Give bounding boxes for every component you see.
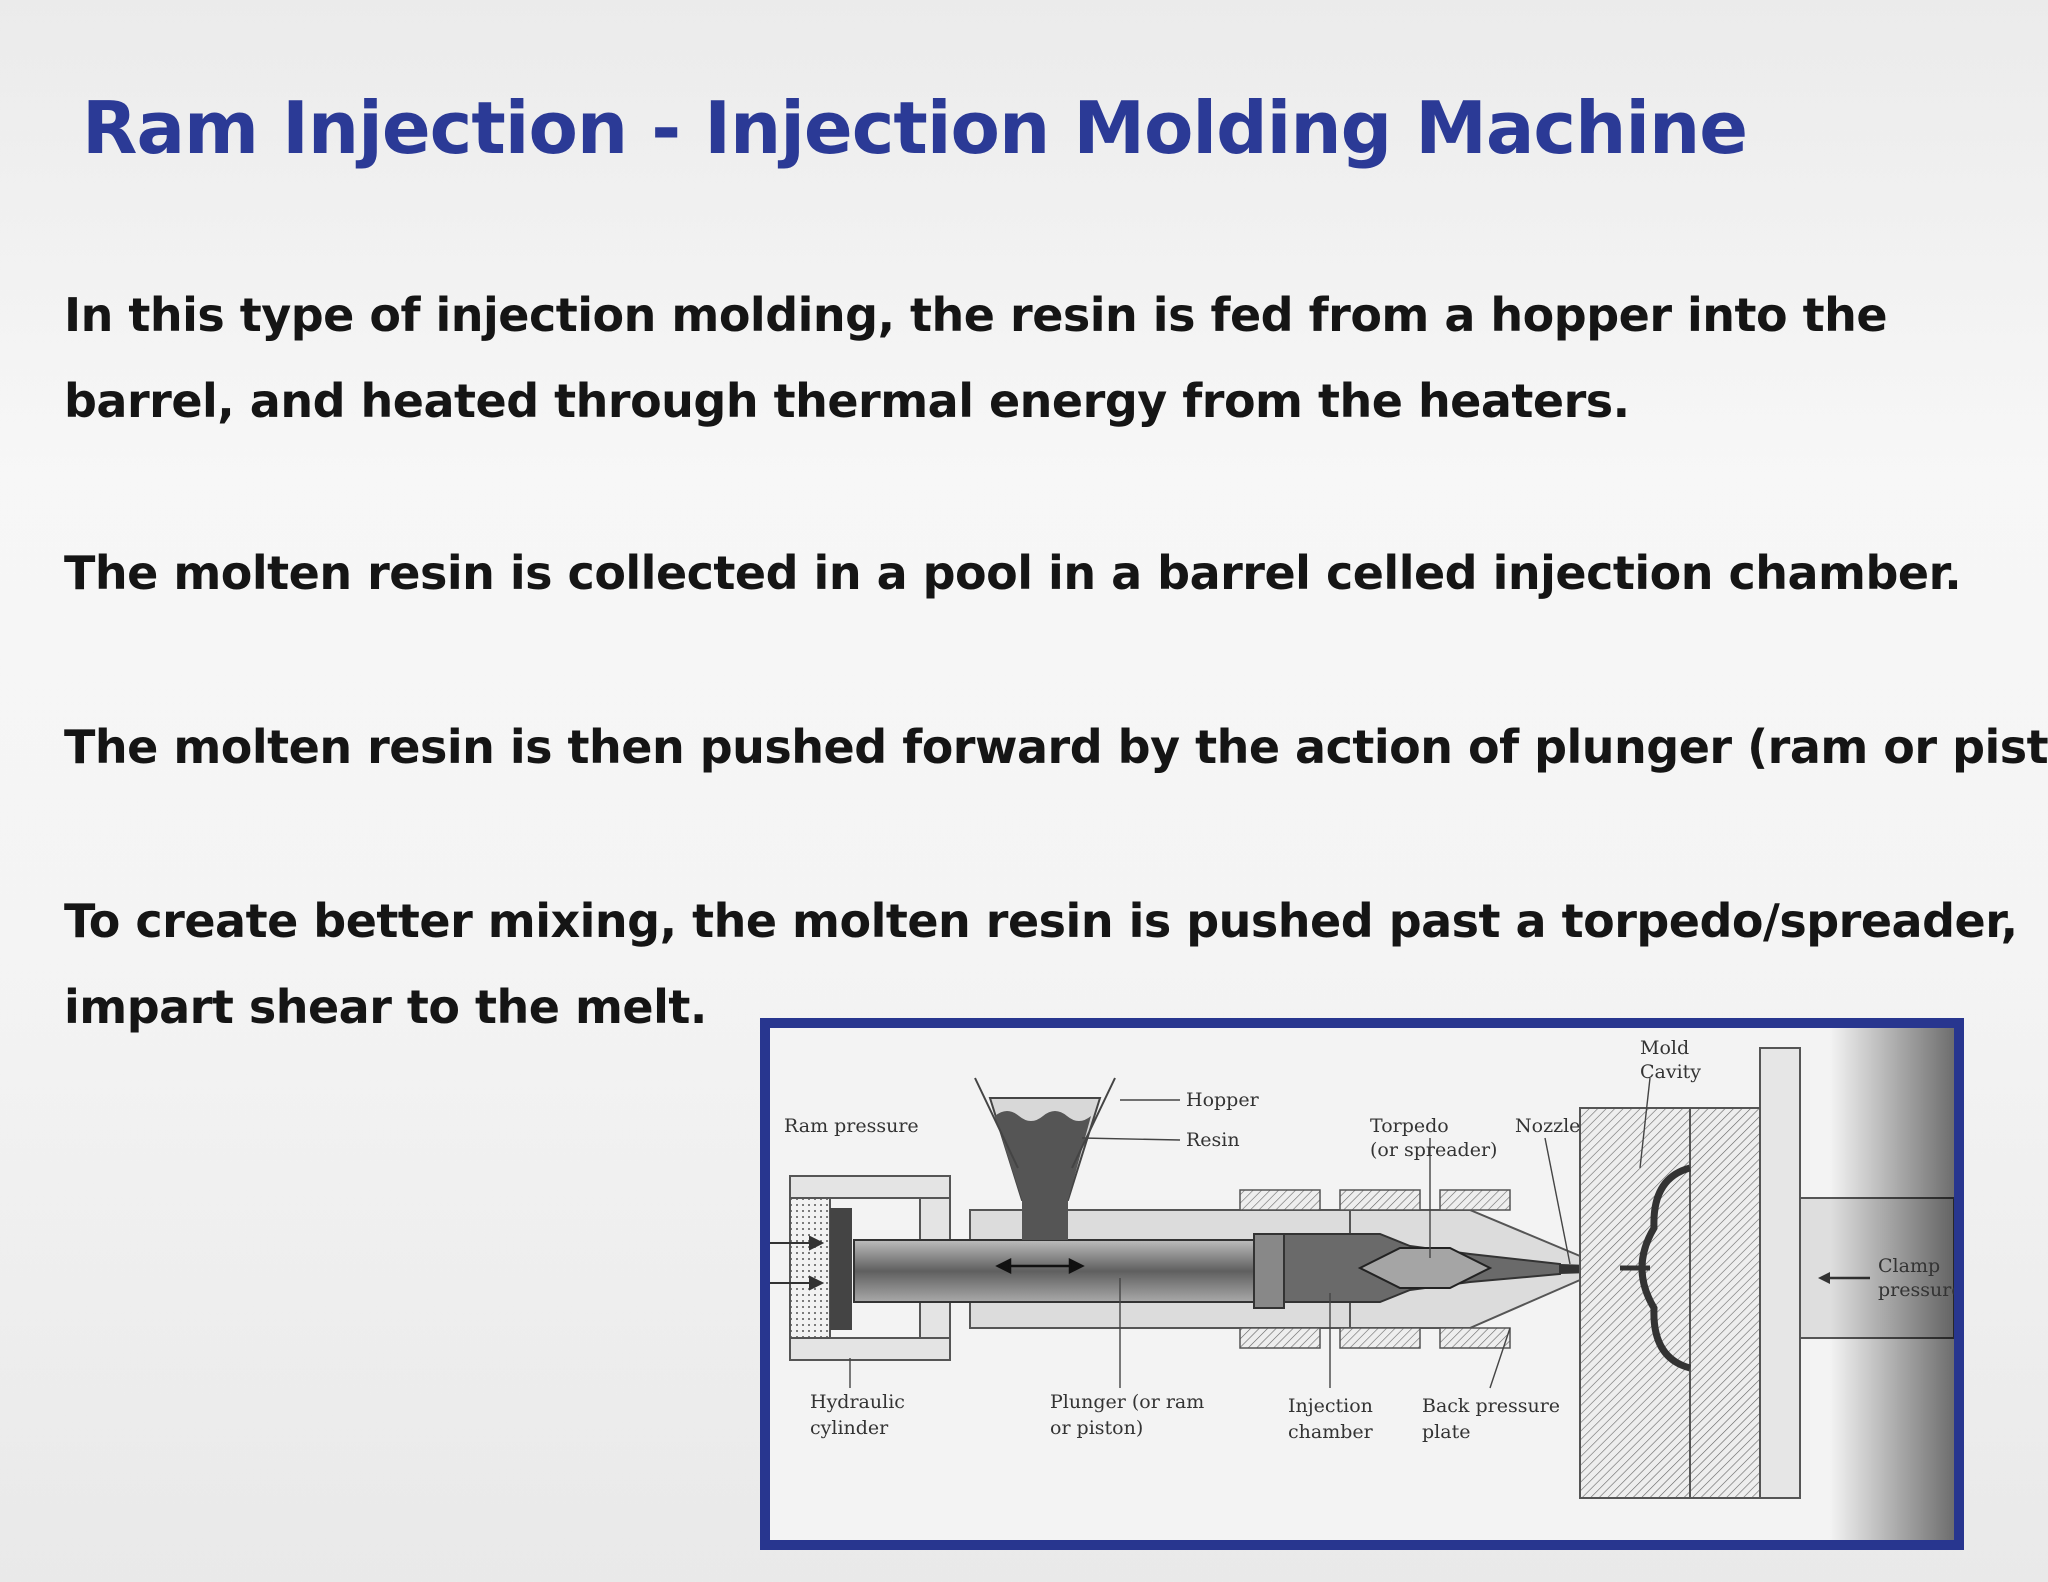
label-torpedo-1: Torpedo [1370, 1115, 1449, 1137]
label-mold-cavity-1: Mold [1640, 1037, 1689, 1059]
label-hydraulic-2: cylinder [810, 1417, 889, 1439]
paragraph-line: barrel, and heated through thermal energ… [64, 374, 1630, 428]
paragraph-line: The molten resin is collected in a pool … [64, 546, 1962, 600]
label-resin: Resin [1186, 1129, 1240, 1151]
label-ram-pressure: Ram pressure [784, 1115, 919, 1137]
label-plunger-2: or piston) [1050, 1417, 1143, 1439]
label-torpedo-2: (or spreader) [1370, 1139, 1497, 1161]
label-hopper: Hopper [1186, 1089, 1260, 1111]
barrel [853, 1209, 1581, 1329]
paragraph-injection-chamber: The molten resin is collected in a pool … [64, 530, 1962, 616]
label-injection-1: Injection [1288, 1395, 1373, 1417]
label-clamp-1: Clamp [1878, 1255, 1940, 1277]
label-plunger-1: Plunger (or ram [1050, 1391, 1204, 1413]
leader-lines [849, 1077, 1651, 1389]
plunger-motion-arrow [995, 1257, 1085, 1275]
heater-bands [1239, 1189, 1511, 1349]
paragraph-line: impart shear to the melt. [64, 980, 707, 1034]
label-mold-cavity-2: Cavity [1640, 1061, 1701, 1083]
ram-pressure-arrows [770, 1235, 825, 1291]
label-hydraulic-1: Hydraulic [810, 1391, 905, 1413]
machine-diagram: Ram pressure Hopper Resin Torpedo (or sp… [760, 1018, 1964, 1550]
mold [1579, 1107, 1761, 1499]
paragraph-torpedo: To create better mixing, the molten resi… [64, 878, 2018, 1050]
paragraph-hopper-heating: In this type of injection molding, the r… [64, 272, 1888, 444]
hydraulic-cylinder [789, 1175, 951, 1361]
paragraph-plunger: The molten resin is then pushed forward … [64, 704, 2048, 790]
label-injection-2: chamber [1288, 1421, 1374, 1443]
hopper [974, 1077, 1116, 1240]
clamp-platen [1759, 1028, 1954, 1540]
label-clamp-2: pressure [1878, 1279, 1954, 1301]
paragraph-line: In this type of injection molding, the r… [64, 288, 1888, 342]
label-back-pressure-2: plate [1422, 1421, 1470, 1443]
label-back-pressure-1: Back pressure [1422, 1395, 1560, 1417]
paragraph-line: To create better mixing, the molten resi… [64, 894, 2018, 948]
machine-diagram-figure: Ram pressure Hopper Resin Torpedo (or sp… [770, 1028, 1954, 1540]
paragraph-line: The molten resin is then pushed forward … [64, 720, 2048, 774]
label-nozzle: Nozzle [1515, 1115, 1580, 1137]
torpedo [1357, 1247, 1493, 1289]
slide-title: Ram Injection - Injection Molding Machin… [82, 86, 1748, 170]
diagram-labels: Ram pressure Hopper Resin Torpedo (or sp… [784, 1037, 1954, 1443]
